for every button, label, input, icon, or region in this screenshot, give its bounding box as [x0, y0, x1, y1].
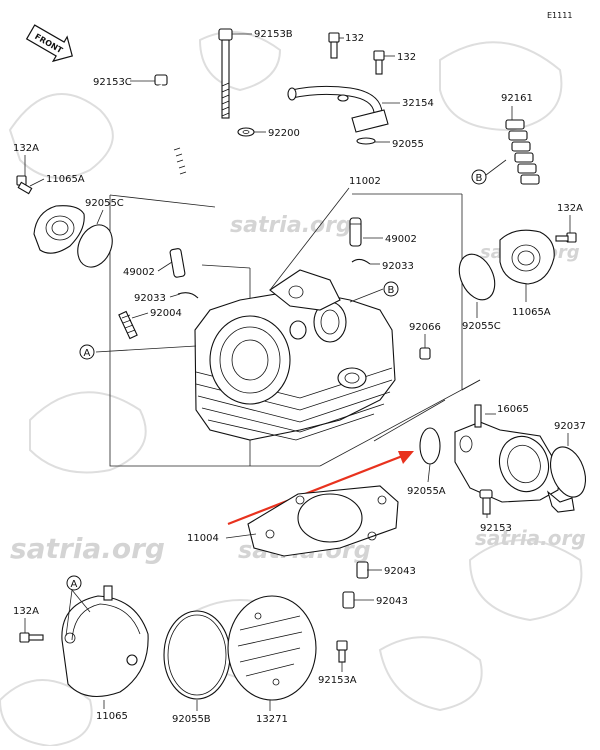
- bolt-132a-right: [555, 232, 577, 243]
- o-ring-92055: [356, 137, 376, 145]
- clamp-92037: [546, 446, 587, 513]
- o-ring-92055c-right: [458, 253, 496, 301]
- bolt-132a-left: [16, 175, 33, 195]
- part-number-label: 11065: [96, 711, 128, 722]
- long-bolt-92153c: [154, 74, 187, 179]
- part-number-label: 13271: [256, 714, 288, 725]
- watermark-text: satria.org: [475, 526, 586, 550]
- part-number-label: 132: [397, 52, 416, 63]
- tappet-cap-11065a-right: [499, 229, 555, 285]
- part-number-label: 132A: [13, 606, 39, 617]
- guide-blocks-92161: [505, 119, 540, 185]
- clip-92033-lower: [177, 292, 199, 299]
- o-ring-92055b: [163, 610, 231, 700]
- part-number-label: 16065: [497, 404, 529, 415]
- washer-92200: [237, 127, 255, 137]
- intake-pipe-16065: [454, 404, 561, 503]
- part-number-label: 92153B: [254, 29, 293, 40]
- part-number-label: 92055C: [462, 321, 501, 332]
- part-number-label: 92004: [150, 308, 182, 319]
- part-number-label: 92161: [501, 93, 533, 104]
- part-number-label: 32154: [402, 98, 434, 109]
- pointer-arrow: [227, 451, 414, 526]
- bolt-92153: [479, 489, 493, 515]
- cylinder-head-11002: [194, 269, 396, 441]
- watermark-text: satria.org: [10, 532, 165, 565]
- callout-a-label: A: [84, 348, 91, 359]
- part-number-label: 132: [345, 33, 364, 44]
- part-number-label: 92055C: [85, 198, 124, 209]
- part-number-label: 92153C: [93, 77, 132, 88]
- part-number-label: 92055: [392, 139, 424, 150]
- callout-b: B: [349, 281, 399, 303]
- valve-guide-49002-lower: [169, 248, 186, 278]
- callout-b-label: B: [476, 173, 483, 184]
- dowel-92043-upper: [356, 561, 369, 579]
- front-arrow-icon: FRONT: [25, 24, 73, 63]
- part-number-label: 92055A: [407, 486, 446, 497]
- callout-a-lower: A: [65, 575, 91, 637]
- part-number-label: 132A: [13, 143, 39, 154]
- leader-line: [29, 178, 45, 187]
- dowel-92066: [419, 347, 431, 360]
- leader-line: [131, 312, 149, 319]
- callout-a-upper: A: [79, 344, 197, 360]
- leader-line: [269, 187, 350, 291]
- head-gasket-11004: [247, 485, 399, 557]
- diagram-code: E1111: [547, 11, 572, 20]
- part-number-label: 49002: [123, 267, 155, 278]
- bolt-92153a: [336, 640, 348, 663]
- part-number-label: 11065A: [512, 307, 551, 318]
- part-number-label: 92037: [554, 421, 586, 432]
- leader-line: [225, 533, 257, 539]
- callout-b-guides: B: [471, 159, 507, 185]
- callout-a-label: A: [71, 579, 78, 590]
- part-number-label: 92043: [384, 566, 416, 577]
- bolt-132-lower: [373, 50, 385, 75]
- part-number-label: 92033: [134, 293, 166, 304]
- part-number-label: 92200: [268, 128, 300, 139]
- leader-lines: [24, 33, 571, 711]
- o-ring-92055a: [419, 427, 441, 465]
- leader-line: [427, 463, 431, 483]
- part-number-label: 92055B: [172, 714, 211, 725]
- callout-b-label: B: [388, 285, 395, 296]
- part-number-label: 92153: [480, 523, 512, 534]
- watermark-text: satria.org: [230, 213, 352, 238]
- part-number-label: 11004: [187, 533, 219, 544]
- stud-92004: [118, 310, 138, 340]
- tappet-cap-11065a-left: [33, 205, 85, 254]
- part-number-label: 11002: [349, 176, 381, 187]
- leader-line: [96, 209, 104, 225]
- leader-line: [157, 261, 173, 272]
- bolt-132-upper: [328, 32, 340, 59]
- part-number-label: 92153A: [318, 675, 357, 686]
- bolt-132a-bottom: [19, 632, 44, 643]
- part-number-label: 92033: [382, 261, 414, 272]
- cover-plate-13271: [227, 595, 317, 701]
- dowel-92043-lower: [342, 591, 355, 609]
- part-number-label: 49002: [385, 234, 417, 245]
- part-number-label: 92066: [409, 322, 441, 333]
- leader-line: [169, 293, 181, 298]
- breather-pipe-32154: [287, 85, 389, 133]
- part-number-label: 11065A: [46, 174, 85, 185]
- part-number-label: 132A: [557, 203, 583, 214]
- o-ring-92055c-left: [77, 224, 113, 268]
- cover-11065: [61, 585, 149, 698]
- part-number-label: 92043: [376, 596, 408, 607]
- valve-guide-49002-upper: [349, 217, 362, 247]
- long-bolt-92153b: [218, 28, 233, 119]
- clip-92033-upper: [351, 258, 371, 265]
